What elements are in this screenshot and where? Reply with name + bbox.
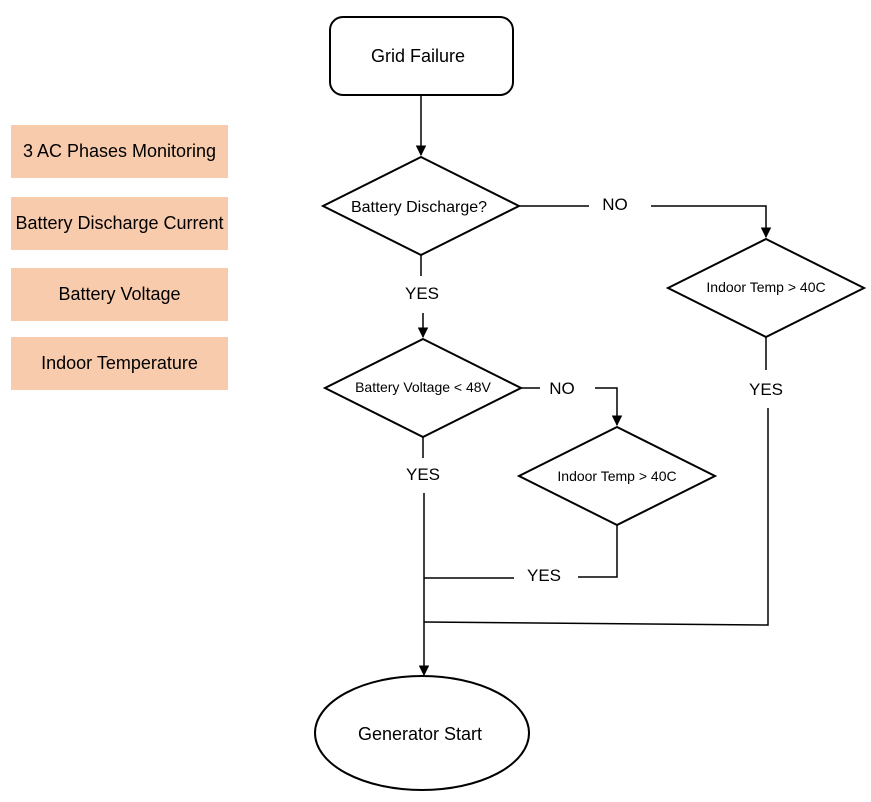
decision-temp-right-label: Indoor Temp > 40C	[706, 279, 825, 295]
input-box-discharge-current: Battery Discharge Current	[11, 197, 228, 250]
input-box-battery-voltage: Battery Voltage	[11, 268, 228, 321]
input-box-ac-phases: 3 AC Phases Monitoring	[11, 125, 228, 178]
decision-voltage-label: Battery Voltage < 48V	[355, 379, 491, 395]
input-label-discharge-current: Battery Discharge Current	[15, 213, 224, 233]
decision-discharge-label: Battery Discharge?	[351, 199, 487, 216]
decision-temp-mid-label: Indoor Temp > 40C	[557, 468, 676, 484]
edge-temp-right-yes-to-main	[423, 408, 769, 626]
label-discharge-yes: YES	[405, 284, 439, 303]
label-temp-mid-yes: YES	[527, 566, 561, 585]
label-voltage-no: NO	[549, 379, 575, 398]
start-node-label: Grid Failure	[371, 46, 465, 66]
edge-temp-mid-yes-right	[578, 525, 618, 578]
label-temp-right-yes: YES	[749, 380, 783, 399]
input-label-ac-phases: 3 AC Phases Monitoring	[22, 141, 217, 161]
edge-discharge-no-right	[651, 205, 772, 239]
edge-voltage-no-right	[595, 387, 623, 427]
input-label-indoor-temperature: Indoor Temperature	[41, 353, 198, 373]
label-discharge-no: NO	[602, 195, 628, 214]
label-voltage-yes: YES	[406, 465, 440, 484]
end-node-label: Generator Start	[358, 724, 482, 744]
input-box-indoor-temperature: Indoor Temperature	[11, 337, 228, 390]
input-label-battery-voltage: Battery Voltage	[58, 284, 181, 304]
